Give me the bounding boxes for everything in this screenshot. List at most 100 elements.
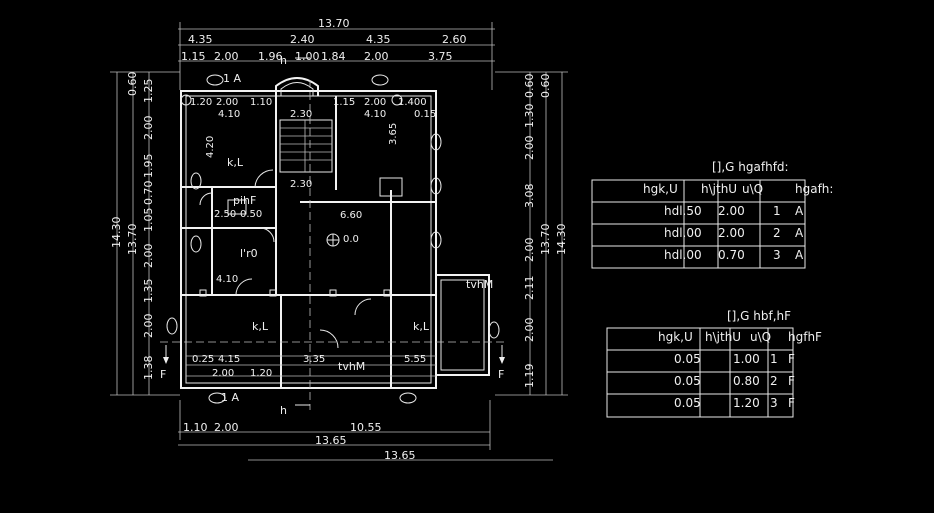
plan-dim: 4.10 — [216, 274, 238, 285]
left-dim-d: 0.70 — [142, 181, 155, 206]
level-value: 0.0 — [343, 234, 359, 245]
windows-table-title: [],G hbf,hF — [727, 309, 791, 323]
windows-cell: 0.80 — [733, 374, 760, 388]
windows-col-4: hgfhF — [788, 330, 822, 344]
doors-cell: 1 — [773, 204, 781, 218]
plan-dim: 2.30 — [290, 109, 312, 120]
right-dim-top2: 0.60 — [539, 74, 552, 99]
left-dim-c: 1.95 — [142, 154, 155, 179]
doors-cell: 3 — [773, 248, 781, 262]
left-dim-f: 2.00 — [142, 244, 155, 269]
left-dim-g: 1.35 — [142, 279, 155, 304]
windows-col-3: u\Q — [750, 330, 771, 344]
windows-cell: 1.00 — [733, 352, 760, 366]
left-middle-dim: 13.70 — [126, 224, 139, 256]
plan-dim: 3.35 — [303, 354, 325, 365]
doors-col-4: hgafh: — [795, 182, 833, 196]
section-mark-f-left: F — [160, 368, 166, 381]
doors-cell: 2.00 — [718, 226, 745, 240]
top-dim-3: 4.35 — [366, 33, 391, 46]
right-dim-g: 1.19 — [523, 364, 536, 389]
doors-cell: 2 — [773, 226, 781, 240]
left-dim-h: 2.00 — [142, 314, 155, 339]
left-dim-b: 2.00 — [142, 116, 155, 141]
windows-col-2: h\jthU — [705, 330, 741, 344]
plan-dim: 1.20 — [190, 97, 212, 108]
right-dim-c: 3.08 — [523, 184, 536, 209]
left-dimension-lines: 14.30 13.70 0.60 1.25 2.00 1.95 0.70 1.0… — [110, 72, 180, 396]
stair-label-1: tvhM — [466, 278, 493, 291]
plan-dim: 4.20 — [205, 136, 216, 158]
plan-dim: 4.15 — [218, 354, 240, 365]
top-dim-r3-4: 1.00 — [295, 50, 320, 63]
top-dimension-lines: 13.70 4.35 2.40 4.35 2.60 1.15 2.00 1.96… — [178, 17, 495, 90]
top-dim-4: 2.60 — [442, 33, 467, 46]
plan-dim: 4.10 — [364, 109, 386, 120]
bottom-dim-row2: 13.65 — [315, 434, 347, 447]
bottom-dim-3: 10.55 — [350, 421, 382, 434]
right-dim-a: 1.30 — [523, 104, 536, 129]
plan-dim: 2.00 — [212, 368, 234, 379]
top-dim-1: 4.35 — [188, 33, 213, 46]
plan-labels: 1 A 1 A k,L k,L k,L pihF l'r0 tvhM tvhM … — [160, 54, 504, 417]
left-dim-i: 1.38 — [142, 356, 155, 381]
windows-cell: F — [788, 352, 795, 366]
windows-cell: 1.20 — [733, 396, 760, 410]
stair-label-2: tvhM — [338, 360, 365, 373]
windows-cell: 1 — [770, 352, 778, 366]
top-dim-r3-2: 2.00 — [214, 50, 239, 63]
plan-dim: 6.60 — [340, 210, 362, 221]
room-label-3: k,L — [413, 320, 430, 333]
left-top-dim: 0.60 — [126, 72, 139, 97]
doors-cell: A — [795, 248, 804, 262]
right-dim-d: 2.00 — [523, 238, 536, 263]
windows-cell: 3 — [770, 396, 778, 410]
plan-dim: 2.50 — [214, 209, 236, 220]
top-dim-2: 2.40 — [290, 33, 315, 46]
windows-col-1: hgk,U — [658, 330, 693, 344]
section-mark-h-bottom: h — [280, 404, 287, 417]
top-dim-r3-7: 3.75 — [428, 50, 453, 63]
section-mark-f-right: F — [498, 368, 504, 381]
plan-dim: 0.50 — [240, 209, 262, 220]
bottom-dim-1: 1.10 — [183, 421, 208, 434]
bottom-dim-2: 2.00 — [214, 421, 239, 434]
plan-walls — [160, 57, 505, 410]
bath-label: pihF — [233, 194, 256, 207]
bottom-dimension-lines: 1.10 2.00 10.55 13.65 13.65 — [178, 400, 553, 462]
bottom-dim-row3: 13.65 — [384, 449, 416, 462]
doors-col-1: hgk,U — [643, 182, 678, 196]
doors-cell: hdl.00 — [664, 226, 702, 240]
windows-cell: 2 — [770, 374, 778, 388]
doors-cell: hdl.00 — [664, 248, 702, 262]
plan-dim: 1.10 — [250, 97, 272, 108]
room-label-2: k,L — [252, 320, 269, 333]
doors-schedule-table: [],G hgafhfd: hgk,U h\jthU u\Q hgafh: hd… — [591, 160, 833, 269]
plan-dim: 1.20 — [250, 368, 272, 379]
plan-dim: 5.55 — [404, 354, 426, 365]
right-dimension-lines: 0.60 0.60 1.30 2.00 3.08 2.00 2.11 2.00 … — [495, 71, 568, 396]
right-dim-b: 2.00 — [523, 136, 536, 161]
plan-dim: 2.00 — [216, 97, 238, 108]
top-dim-r3-6: 2.00 — [364, 50, 389, 63]
right-middle-dim: 13.70 — [539, 224, 552, 256]
plan-dim: 0.15 — [414, 109, 436, 120]
windows-cell: 0.05 — [674, 396, 701, 410]
windows-cell: F — [788, 396, 795, 410]
doors-cell: 2.00 — [718, 204, 745, 218]
right-dim-e: 2.11 — [523, 276, 536, 301]
top-axis-mark: 1 A — [223, 72, 241, 85]
doors-cell: A — [795, 204, 804, 218]
top-dim-r3-3: 1.96 — [258, 50, 283, 63]
kitchen-label: l'r0 — [240, 247, 258, 260]
right-dim-f: 2.00 — [523, 318, 536, 343]
windows-cell: 0.05 — [674, 352, 701, 366]
plan-dim: 4.10 — [218, 109, 240, 120]
windows-schedule-table: [],G hbf,hF hgk,U h\jthU u\Q hgfhF 0.05 … — [606, 309, 822, 418]
plan-dim: 3.65 — [388, 123, 399, 145]
right-outer-dim: 14.30 — [555, 224, 568, 256]
windows-cell: 0.05 — [674, 374, 701, 388]
plan-dim: 1.400 — [398, 97, 427, 108]
